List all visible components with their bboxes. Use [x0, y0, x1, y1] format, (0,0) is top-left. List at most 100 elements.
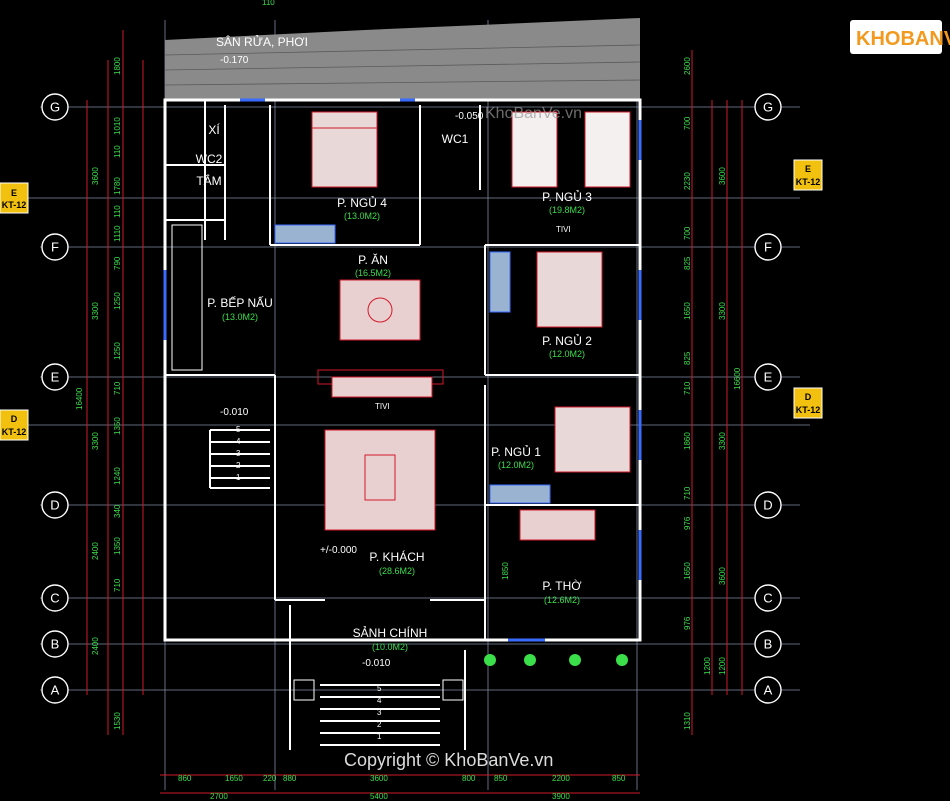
label-khach: P. KHÁCH	[369, 549, 424, 564]
dim-left-outer-1: 3600	[91, 167, 100, 185]
stair-main-5: 5	[377, 684, 382, 693]
area-khach: (28.6M2)	[379, 566, 415, 576]
bed-room4	[311, 111, 378, 188]
dim-left-inner-texts: 1010 110 1780 110 1110 790 1250 1250 710…	[113, 117, 122, 592]
stairs-left-numbers: 5 4 3 2 1	[236, 425, 241, 482]
windows	[163, 98, 642, 642]
grid-label-left-e: E	[51, 370, 60, 385]
dim-bottom-row-2: 2700 5400 3900	[210, 792, 570, 801]
dining-table	[339, 279, 421, 341]
dimension-lines-left	[86, 30, 144, 735]
dim-right-inner-3: 825	[683, 256, 692, 270]
label-tho: P. THỜ	[542, 578, 582, 593]
altar-table	[519, 509, 596, 541]
grid-bubble-right-c	[754, 584, 782, 612]
label-ngu4: P. NGỦ 4	[337, 195, 387, 210]
top-dim: 110	[262, 0, 275, 7]
dim-bottom-1-8: 850	[612, 774, 626, 783]
label-ngu1: P. NGỦ 1	[491, 444, 541, 459]
dim-left-inner-0: 1010	[113, 117, 122, 135]
section-marker-e-right: E KT-12	[793, 159, 823, 191]
dim-left-inner-3: 110	[113, 205, 122, 218]
section-d-right-letter: D	[805, 392, 812, 402]
dim-right-inner-10: 1650	[683, 562, 692, 580]
grid-bubble-left-g	[41, 93, 69, 121]
dim-bottom-row-1: 860 1650 220 880 3600 800 850 2200 850	[178, 774, 626, 783]
dim-right-inner-9: 976	[683, 516, 692, 530]
level-wc1: -0.050	[455, 111, 484, 122]
dim-left-outer-6: 1530	[113, 712, 122, 730]
grid-label-left-b: B	[51, 637, 60, 652]
dim-left-inner-1: 110	[113, 145, 122, 158]
dim-right-outer-0: 2600	[683, 57, 692, 75]
stair-left-4: 4	[236, 437, 241, 446]
watermark-text: KhoBanVe.vn	[485, 105, 582, 122]
dim-left-total: 16400	[75, 387, 84, 410]
section-e-right-letter: E	[805, 164, 811, 174]
dim-bottom-1-5: 800	[462, 774, 476, 783]
stair-main-3: 3	[377, 708, 382, 717]
grid-label-left-a: A	[51, 683, 60, 698]
section-d-left-letter: D	[11, 414, 18, 424]
dim-bottom-1-7: 2200	[552, 774, 570, 783]
grid-bubble-left-f	[41, 233, 69, 261]
dim-right-inner-2: 700	[683, 226, 692, 240]
yard-tile-pattern	[164, 44, 641, 86]
dim-right-inner-7: 1860	[683, 432, 692, 450]
grid-bubble-left-a	[41, 676, 69, 704]
dim-left-outer-4: 2400	[91, 542, 100, 560]
dim-left-inner-6: 1250	[113, 292, 122, 310]
dim-bottom-1-2: 220	[263, 774, 277, 783]
tv-label-1: TIVI	[556, 225, 571, 234]
dim-left-inner-12: 1350	[113, 537, 122, 555]
dim-bottom-2-0: 2700	[210, 792, 228, 801]
dim-left-inner-2: 1780	[113, 177, 122, 195]
grid-bubbles-left: G F E D C B A	[41, 93, 69, 704]
dim-right-inner-4: 1650	[683, 302, 692, 320]
dim-right-outer-6: 1310	[683, 712, 692, 730]
area-ngu3: (19.8M2)	[549, 205, 585, 215]
dim-right-outer-texts: 2600 3600 3300 3300 3600 1200 1310 16600	[683, 57, 742, 730]
dim-left-outer-0: 1800	[113, 57, 122, 75]
area-sanh: (10.0M2)	[372, 642, 408, 652]
grid-bubble-left-d	[41, 491, 69, 519]
dim-left-outer-5: 2400	[91, 637, 100, 655]
label-wc1: WC1	[442, 132, 469, 146]
dimension-lines-right	[691, 50, 743, 735]
dim-right-inner-8: 710	[683, 486, 692, 500]
dim-bottom-1-3: 880	[283, 774, 297, 783]
dim-right-inner-6: 710	[683, 381, 692, 395]
section-marker-e-left: E KT-12	[0, 182, 29, 214]
section-d-left-sub: KT-12	[2, 427, 27, 437]
bed-room1	[554, 406, 631, 473]
stair-left-5: 5	[236, 425, 241, 434]
dim-right-outer-3: 3300	[718, 432, 727, 450]
grid-bubble-right-f	[754, 233, 782, 261]
section-e-left-letter: E	[11, 188, 17, 198]
stair-left-1: 1	[236, 473, 241, 482]
dim-right-outer-2: 3300	[718, 302, 727, 320]
stairs-main	[289, 605, 466, 750]
label-xi: XÍ	[208, 122, 220, 137]
label-an: P. ĂN	[358, 252, 388, 267]
tv-console	[331, 376, 433, 398]
dim-bottom-2-1: 5400	[370, 792, 388, 801]
label-wc2: WC2	[196, 152, 223, 166]
dim-left-inner-13: 710	[113, 578, 122, 592]
grid-bubble-right-d	[754, 491, 782, 519]
dim-right-outer-5: 1200	[718, 657, 727, 675]
yard-hatch	[165, 18, 640, 100]
living-sofa-set	[324, 429, 436, 531]
dim-bottom-1-4: 3600	[370, 774, 388, 783]
dim-left-inner-4: 1110	[113, 225, 122, 242]
stair-main-1: 1	[377, 732, 382, 741]
bed-room3	[511, 111, 631, 188]
level-khach: +/-0.000	[320, 545, 357, 556]
logo-text: KHOBANVE	[856, 28, 950, 50]
dim-right-outer-1: 3600	[718, 167, 727, 185]
area-ngu1: (12.0M2)	[498, 460, 534, 470]
wardrobe-room4	[274, 224, 336, 244]
dim-right-inner-texts: 700 2230 700 825 1650 825 710 1860 710 9…	[683, 116, 712, 675]
dim-right-outer-4: 3600	[718, 567, 727, 585]
